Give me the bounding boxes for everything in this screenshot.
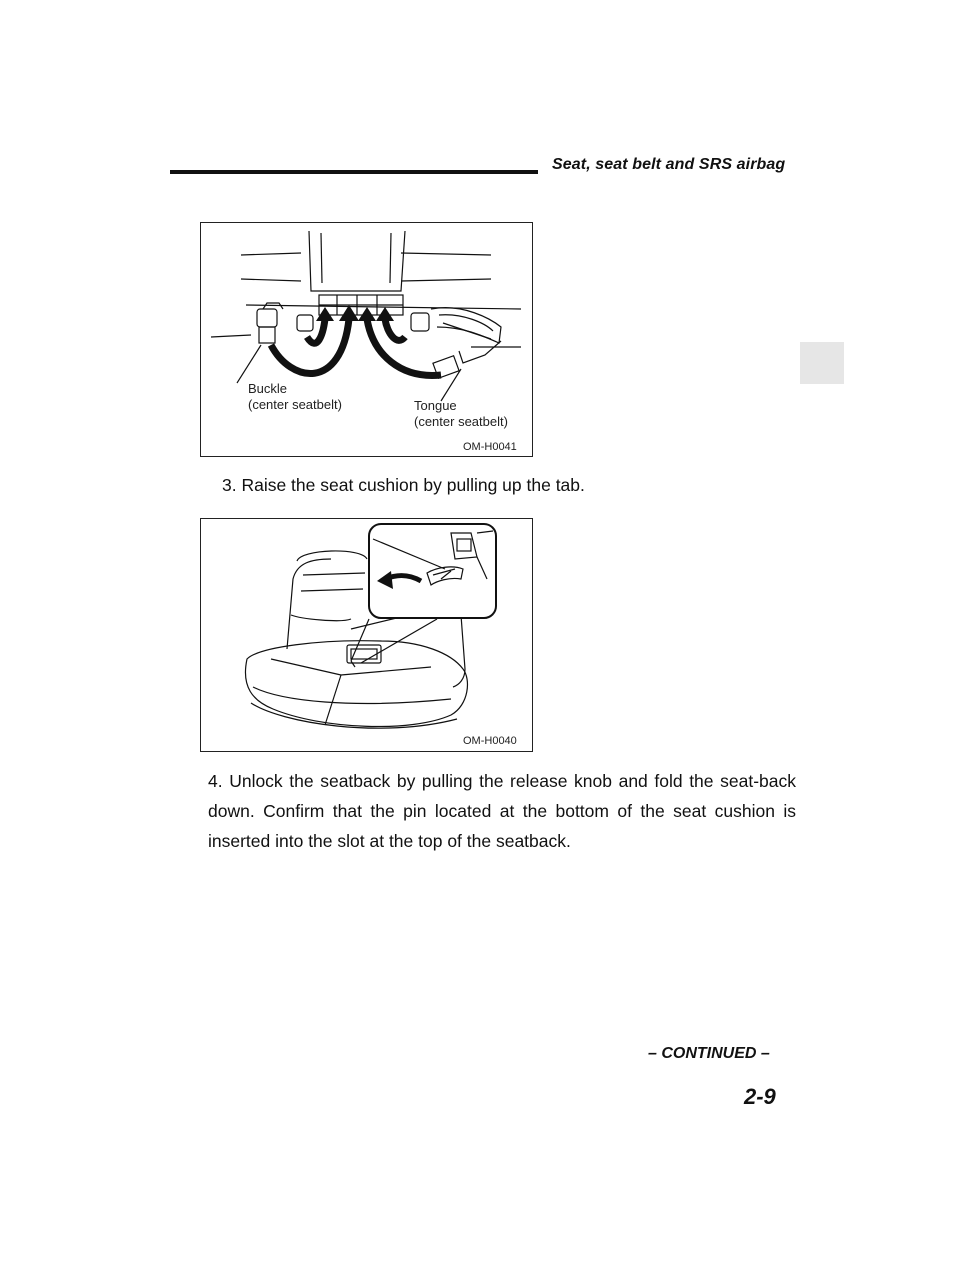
figure-code: OM-H0040 (463, 735, 517, 747)
step-3-text: 3. Raise the seat cushion by pulling up … (222, 475, 585, 495)
step-4-text: 4. Unlock the seatback by pulling the re… (208, 771, 796, 851)
continued-marker: – CONTINUED – (648, 1045, 770, 1062)
seat-cushion-illustration (244, 523, 497, 729)
section-title: Seat, seat belt and SRS airbag (552, 156, 786, 173)
figure-seat-cushion-tab: OM-H0040 (200, 518, 533, 752)
figure-seatbelt-buckle-tongue: Buckle(center seatbelt) Tongue(center se… (200, 222, 533, 457)
seatbelt-illustration (210, 230, 522, 402)
tongue-label: Tongue(center seatbelt) (414, 398, 508, 429)
page-number: 2-9 (744, 1084, 776, 1109)
header-rule (170, 170, 538, 174)
chapter-thumb-tab (800, 342, 844, 384)
buckle-label: Buckle(center seatbelt) (248, 381, 342, 412)
figure-code: OM-H0041 (463, 441, 517, 453)
